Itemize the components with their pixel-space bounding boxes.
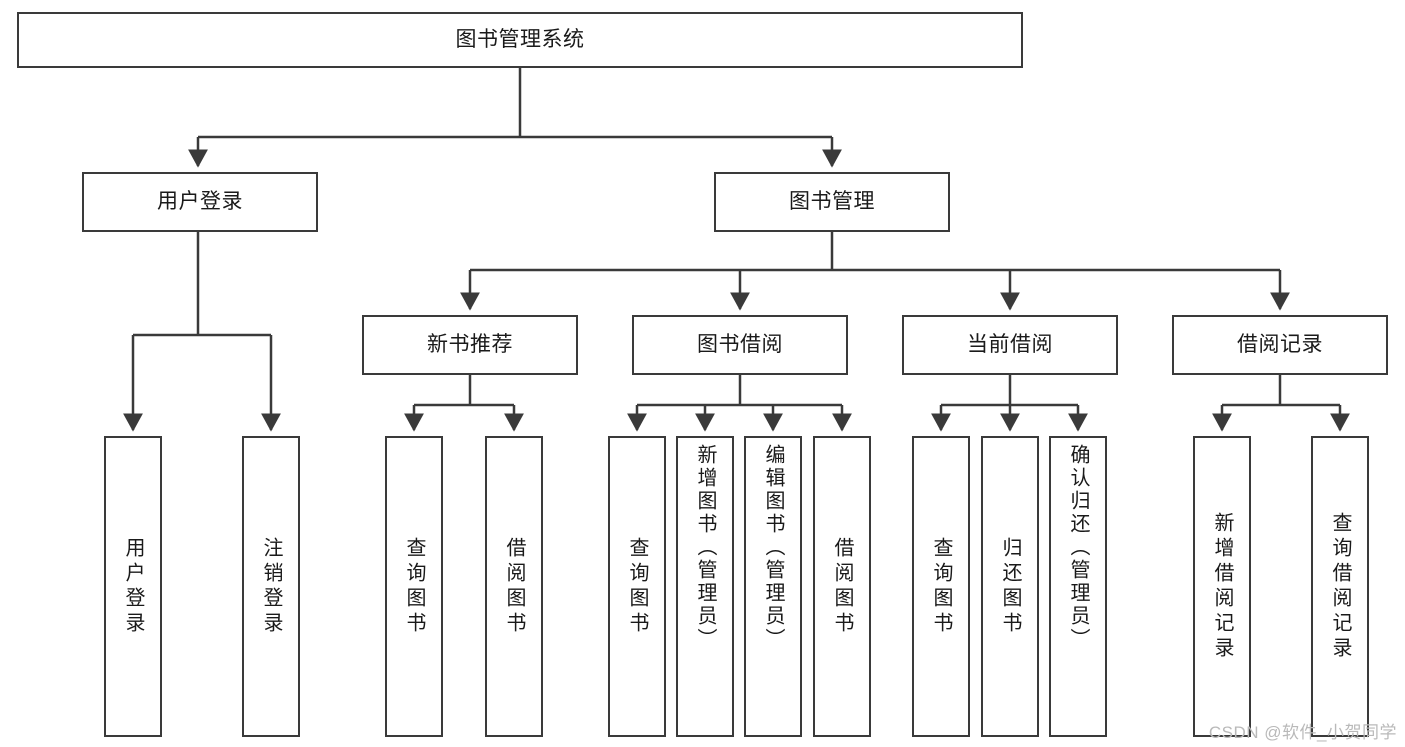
node-label: 查询图书 <box>403 536 425 637</box>
leaf-add-borrow-record[interactable]: 新增借阅记录 <box>1193 436 1251 737</box>
node-label: 新书推荐 <box>427 333 513 357</box>
leaf-return-book[interactable]: 归还图书 <box>981 436 1039 737</box>
watermark-text: CSDN @软件_小贺同学 <box>1208 723 1397 742</box>
node-new-book-recommend[interactable]: 新书推荐 <box>362 315 578 375</box>
node-label: 查询图书 <box>930 536 952 637</box>
leaf-edit-book-admin[interactable]: 编辑图书（管理员） <box>744 436 802 737</box>
leaf-query-book-borrow[interactable]: 查询图书 <box>608 436 666 737</box>
node-label: 图书管理系统 <box>455 28 585 52</box>
leaf-user-logout[interactable]: 注销登录 <box>242 436 300 737</box>
node-label: 借阅图书 <box>503 536 525 637</box>
node-label: 用户登录 <box>157 190 243 214</box>
leaf-add-book-admin[interactable]: 新增图书（管理员） <box>676 436 734 737</box>
node-label: 借阅图书 <box>831 536 853 637</box>
leaf-borrow-book[interactable]: 借阅图书 <box>813 436 871 737</box>
leaf-borrow-book-recommend[interactable]: 借阅图书 <box>485 436 543 737</box>
leaf-confirm-return-admin[interactable]: 确认归还（管理员） <box>1049 436 1107 737</box>
node-label: 当前借阅 <box>967 333 1053 357</box>
node-user-login[interactable]: 用户登录 <box>82 172 318 232</box>
node-label: 新增借阅记录 <box>1211 511 1233 662</box>
node-label: 新增图书（管理员） <box>694 444 716 651</box>
node-borrow-record[interactable]: 借阅记录 <box>1172 315 1388 375</box>
node-label: 用户登录 <box>122 536 144 637</box>
leaf-query-book-current[interactable]: 查询图书 <box>912 436 970 737</box>
node-label: 查询图书 <box>626 536 648 637</box>
leaf-user-login[interactable]: 用户登录 <box>104 436 162 737</box>
node-root-system[interactable]: 图书管理系统 <box>17 12 1023 68</box>
leaf-query-book-recommend[interactable]: 查询图书 <box>385 436 443 737</box>
node-label: 图书管理 <box>789 190 875 214</box>
node-label: 归还图书 <box>999 536 1021 637</box>
node-label: 借阅记录 <box>1237 333 1323 357</box>
node-book-borrow[interactable]: 图书借阅 <box>632 315 848 375</box>
node-current-borrow[interactable]: 当前借阅 <box>902 315 1118 375</box>
node-book-management[interactable]: 图书管理 <box>714 172 950 232</box>
node-label: 编辑图书（管理员） <box>762 444 784 651</box>
leaf-query-borrow-record[interactable]: 查询借阅记录 <box>1311 436 1369 737</box>
node-label: 图书借阅 <box>697 333 783 357</box>
node-label: 查询借阅记录 <box>1329 511 1351 662</box>
node-label: 注销登录 <box>260 536 282 637</box>
node-label: 确认归还（管理员） <box>1067 444 1089 651</box>
